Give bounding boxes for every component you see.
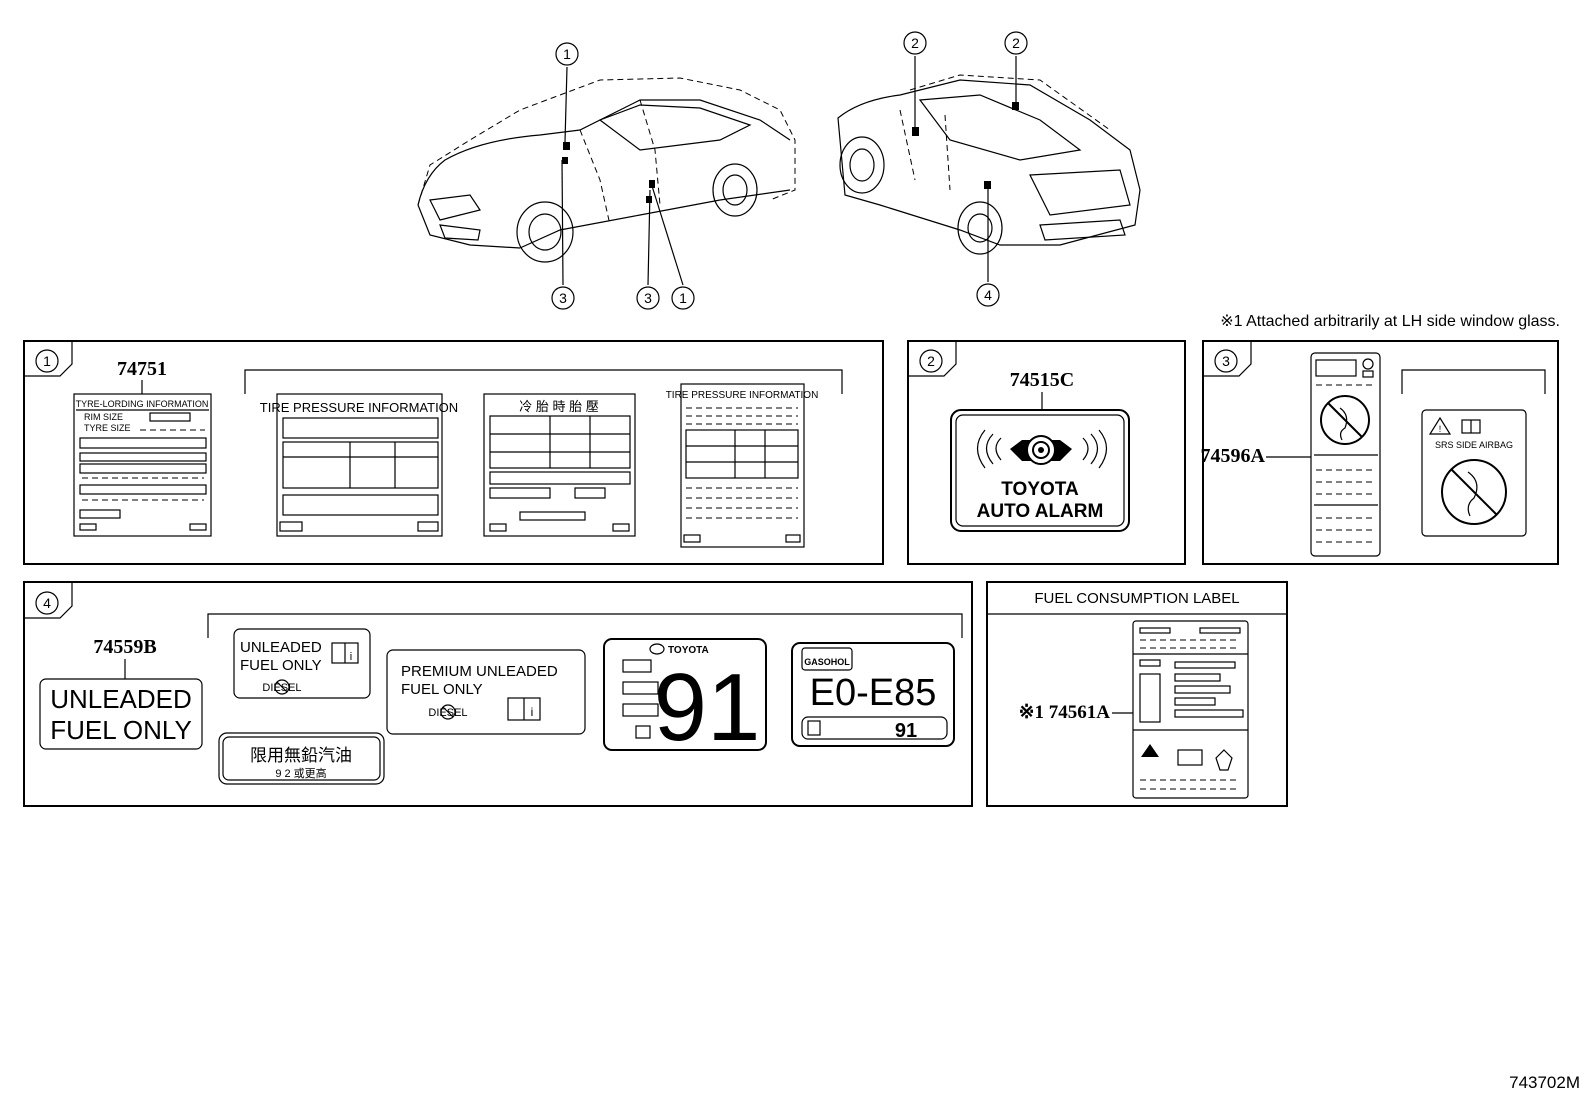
svg-text:TIRE PRESSURE INFORMATION: TIRE PRESSURE INFORMATION <box>666 390 819 401</box>
svg-text:RIM SIZE: RIM SIZE <box>84 412 123 422</box>
svg-text:AUTO ALARM: AUTO ALARM <box>977 501 1104 522</box>
svg-text:GASOHOL: GASOHOL <box>804 657 850 667</box>
tire-pressure-label-2: TIRE PRESSURE INFORMATION <box>666 383 819 548</box>
svg-text:DIESEL: DIESEL <box>428 707 467 719</box>
part-74559B: 74559B <box>93 636 156 658</box>
callout-leaders <box>561 56 1017 286</box>
figure-id: 743702M <box>1509 1073 1580 1092</box>
svg-text:1: 1 <box>563 46 571 62</box>
svg-text:2: 2 <box>911 35 919 51</box>
svg-text:FUEL ONLY: FUEL ONLY <box>240 657 322 674</box>
callout-1-top: 1 <box>555 42 579 66</box>
section-4-panel: 4 74559B UNLEADED FUEL ONLY UNLEADED FUE… <box>23 581 973 807</box>
svg-text:TOYOTA: TOYOTA <box>668 645 709 656</box>
svg-text:1: 1 <box>43 353 51 369</box>
unleaded-fuel-only-label: UNLEADED FUEL ONLY <box>39 678 203 750</box>
svg-text:3: 3 <box>1222 353 1230 369</box>
svg-text:9 2 或更高: 9 2 或更高 <box>275 766 326 780</box>
svg-text:TOYOTA: TOYOTA <box>1001 479 1079 500</box>
svg-text:2: 2 <box>1012 35 1020 51</box>
tyre-loading-label: TYRE-LORDING INFORMATION RIM SIZE TYRE S… <box>73 393 212 537</box>
svg-text:2: 2 <box>927 353 935 369</box>
callout-4: 4 <box>976 283 1000 307</box>
svg-text:TIRE PRESSURE INFORMATION: TIRE PRESSURE INFORMATION <box>260 400 458 415</box>
svg-text:3: 3 <box>644 290 652 306</box>
svg-text:UNLEADED: UNLEADED <box>50 684 192 714</box>
srs-airbag-strip-label <box>1310 352 1381 557</box>
part-74596A: 74596A <box>1201 445 1266 467</box>
callout-1-bottom: 1 <box>671 286 695 310</box>
callout-3-mid: 3 <box>636 286 660 310</box>
svg-text:E0-E85: E0-E85 <box>810 672 937 714</box>
section-3-panel: 3 74596A ! SRS SID <box>1201 340 1559 565</box>
svg-text:SRS SIDE AIRBAG: SRS SIDE AIRBAG <box>1435 440 1513 450</box>
section-2-panel: 2 74515C TOYOTA AUTO ALARM <box>907 340 1186 565</box>
svg-text:UNLEADED: UNLEADED <box>240 639 322 656</box>
car-rear-view <box>837 74 1141 255</box>
footnote-text: ※1 Attached arbitrarily at LH side windo… <box>1220 313 1560 330</box>
svg-text:91: 91 <box>895 720 917 742</box>
svg-text:FUEL ONLY: FUEL ONLY <box>50 715 192 745</box>
callout-2-left: 2 <box>903 31 927 55</box>
svg-text:4: 4 <box>43 595 51 611</box>
srs-side-airbag-label: ! SRS SIDE AIRBAG <box>1421 409 1527 537</box>
section-5-panel: FUEL CONSUMPTION LABEL ※1 74561A <box>986 581 1288 807</box>
octane-91-label: TOYOTA 91 <box>603 638 767 761</box>
unleaded-fuel-only-small-label: UNLEADED FUEL ONLY i DIESEL <box>233 628 371 699</box>
part-74561A: ※1 74561A <box>1019 702 1111 723</box>
fuel-consumption-label <box>1132 620 1249 799</box>
svg-text:!: ! <box>1439 424 1442 434</box>
svg-text:冷 胎 時 胎 壓: 冷 胎 時 胎 壓 <box>519 399 598 414</box>
svg-text:91: 91 <box>654 654 761 761</box>
svg-text:i: i <box>531 705 534 719</box>
car-front-view <box>417 77 796 263</box>
premium-unleaded-label: PREMIUM UNLEADED FUEL ONLY i DIESEL <box>386 649 586 735</box>
svg-text:4: 4 <box>984 287 992 303</box>
svg-text:i: i <box>350 651 352 663</box>
section-1-panel: 1 74751 TYRE-LORDING INFORMATION RIM SIZ… <box>23 340 884 565</box>
toyota-auto-alarm-label: TOYOTA AUTO ALARM <box>950 409 1130 532</box>
fuel-consumption-title: FUEL CONSUMPTION LABEL <box>1034 590 1239 607</box>
unleaded-92-cn-label: 限用無鉛汽油 9 2 或更高 <box>218 732 385 785</box>
svg-text:限用無鉛汽油: 限用無鉛汽油 <box>250 746 352 765</box>
svg-text:DIESEL: DIESEL <box>262 682 301 694</box>
callout-2-right: 2 <box>1004 31 1028 55</box>
svg-text:FUEL ONLY: FUEL ONLY <box>401 681 483 698</box>
svg-text:PREMIUM UNLEADED: PREMIUM UNLEADED <box>401 663 558 680</box>
svg-text:TYRE SIZE: TYRE SIZE <box>84 423 131 433</box>
tire-pressure-label-cn: 冷 胎 時 胎 壓 <box>483 393 636 537</box>
tire-pressure-label: TIRE PRESSURE INFORMATION <box>260 393 458 537</box>
svg-text:3: 3 <box>559 290 567 306</box>
svg-text:1: 1 <box>679 290 687 306</box>
gasohol-e0-e85-label: GASOHOL E0-E85 91 <box>791 642 955 747</box>
part-74515C: 74515C <box>1010 369 1074 391</box>
part-74751: 74751 <box>117 358 167 380</box>
callout-3-left: 3 <box>551 286 575 310</box>
svg-text:TYRE-LORDING INFORMATION: TYRE-LORDING INFORMATION <box>76 399 209 409</box>
